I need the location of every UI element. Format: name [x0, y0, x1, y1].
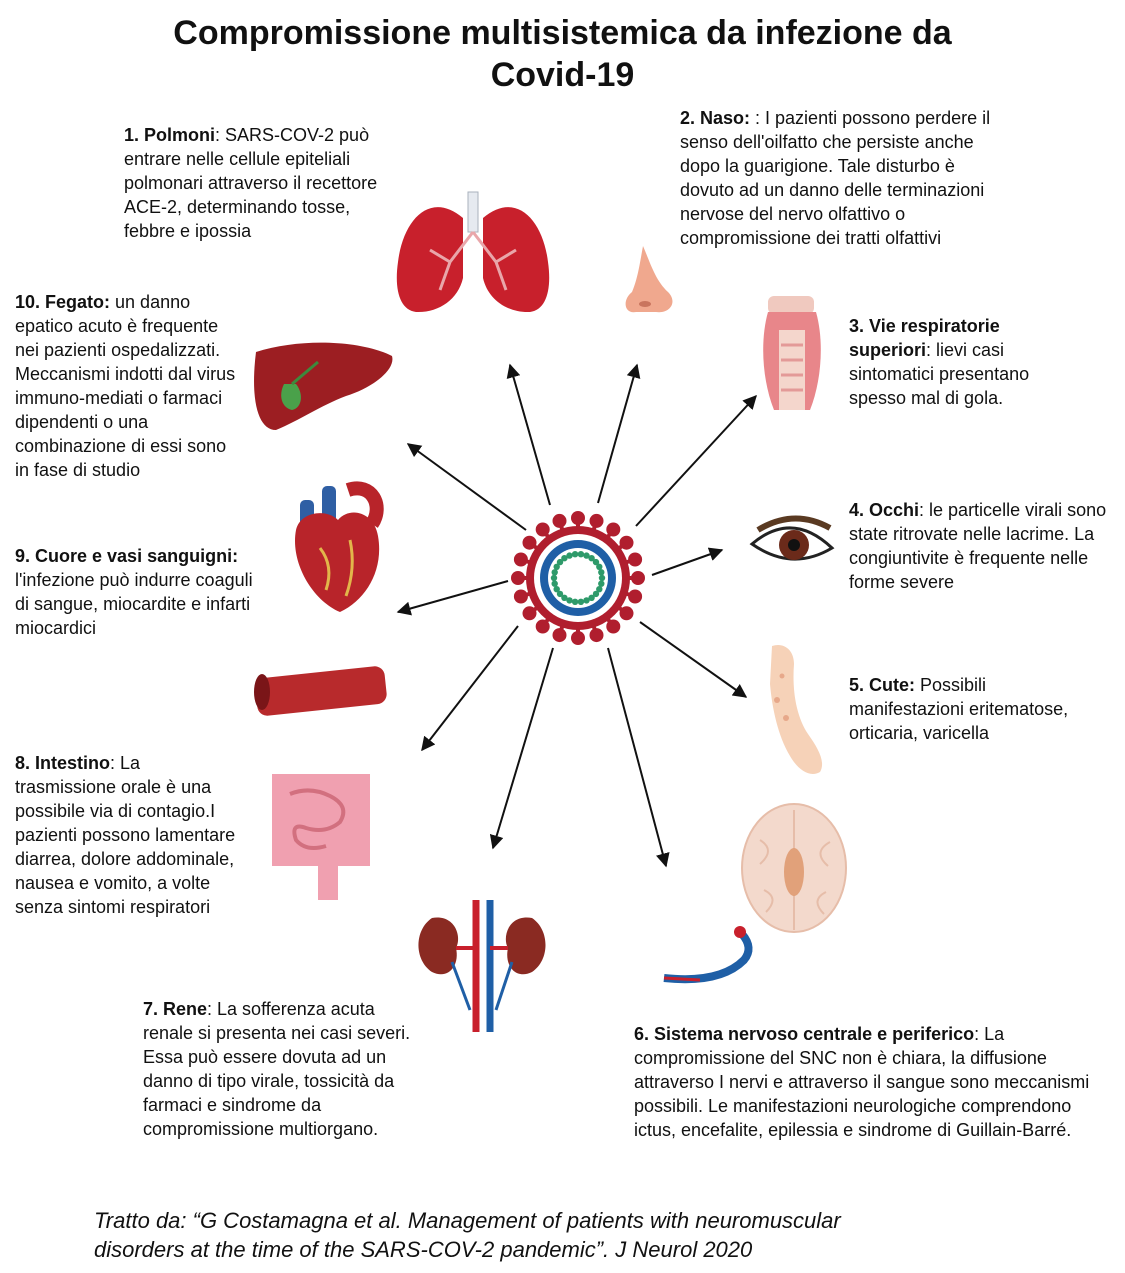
arrow-skin [639, 621, 748, 698]
organ-throat-label: 3. Vie respiratorie superiori [849, 316, 1000, 360]
virus-spike [552, 628, 567, 643]
page-title: Compromissione multisistemica da infezio… [0, 12, 1125, 96]
virus-spike [589, 628, 604, 643]
virus-rna-bead [561, 594, 568, 601]
organ-skin-text: 5. Cute: Possibili manifestazioni eritem… [849, 673, 1101, 745]
intestine-icon [272, 774, 370, 900]
virus-rna-bead [566, 597, 573, 604]
organ-heart-desc: l'infezione può indurre coaguli di sangu… [15, 570, 253, 638]
virus-rna-bead [598, 580, 605, 587]
virus-rna-bead [553, 586, 560, 593]
arrow-intestine [421, 625, 519, 752]
organ-kidney-label: 7. Rene [143, 999, 208, 1019]
virus-rna-bead [553, 563, 560, 570]
organ-throat-text: 3. Vie respiratorie superiori: lievi cas… [849, 314, 1079, 410]
eye-icon [749, 515, 835, 561]
organ-nervous-desc: : La compromissione del SNC non è chiara… [634, 1024, 1090, 1140]
virus-rna-bead [551, 569, 558, 576]
virus-rna-bead [577, 551, 585, 558]
blood-vessel-icon [254, 666, 387, 716]
virus-spike [631, 571, 645, 585]
heart-icon [295, 481, 384, 612]
virus-spike [571, 511, 585, 525]
organ-eyes-desc: : le particelle virali sono state ritrov… [849, 500, 1107, 592]
organ-nose-text: 2. Naso: : I pazienti possono perdere il… [680, 106, 1010, 250]
liver-icon [254, 342, 393, 430]
virus-spike [628, 552, 643, 567]
virus-rna-bead [561, 555, 568, 562]
virus-rna-bead [596, 586, 603, 593]
virus-spike [589, 513, 604, 528]
organ-lungs-text: 1. Polmoni: SARS-COV-2 può entrare nelle… [124, 123, 392, 243]
virus-rna-bead [556, 590, 564, 598]
lungs-icon [396, 191, 550, 313]
virus-spike [511, 571, 525, 585]
arrow-eye [651, 547, 724, 576]
organ-lungs-desc: : SARS-COV-2 può entrare nelle cellule e… [124, 125, 378, 241]
arrow-throat [635, 394, 757, 527]
virus-spike [628, 589, 643, 604]
virus-rna-bead [577, 598, 585, 605]
arm-skin-icon [770, 644, 823, 775]
organ-nervous-text: 6. Sistema nervoso centrale e periferico… [634, 1022, 1104, 1142]
virus-rna-bead [598, 569, 605, 576]
organ-liver-text: 10. Fegato: un danno epatico acuto è fre… [15, 290, 245, 482]
coronavirus-icon [511, 511, 645, 645]
organ-nose-label: 2. Naso: [680, 108, 751, 128]
organ-nervous-label: 6. Sistema nervoso centrale e periferico [634, 1024, 975, 1044]
organ-intestine-label: 8. Intestino [15, 753, 111, 773]
organ-lungs-label: 1. Polmoni [124, 125, 216, 145]
arrow-heart [396, 580, 509, 616]
credit-line-2: disorders at the time of the SARS-COV-2 … [94, 1237, 753, 1262]
organ-skin-label: 5. Cute: [849, 675, 916, 695]
virus-spike [513, 552, 528, 567]
virus-rna-bead [588, 555, 595, 562]
title-line-2: Covid-19 [490, 56, 635, 94]
brain-icon [663, 803, 847, 984]
virus-rna-bead [571, 598, 579, 605]
virus-spike [571, 631, 585, 645]
organ-eyes-text: 4. Occhi: le particelle virali sono stat… [849, 498, 1111, 594]
organ-nose-desc: : I pazienti possono perdere il senso de… [680, 108, 991, 248]
virus-rna-bead [571, 551, 579, 558]
organ-intestine-text: 8. Intestino: La trasmissione orale è un… [15, 751, 245, 919]
virus-rna-bead [583, 552, 590, 559]
organ-heart-text: 9. Cuore e vasi sanguigni: l'infezione p… [15, 544, 260, 640]
virus-rna-bead [588, 594, 595, 601]
arrow-lungs [506, 363, 551, 506]
virus-rna-bead [596, 563, 603, 570]
virus-rna-bead [598, 574, 606, 582]
credit-line-1: Tratto da: “G Costamagna et al. Manageme… [94, 1208, 841, 1233]
virus-rna-bead [566, 552, 573, 559]
organ-heart-label: 9. Cuore e vasi sanguigni: [15, 546, 239, 566]
virus-rna-bead [550, 574, 558, 582]
virus-spike [552, 513, 567, 528]
throat-icon [763, 296, 821, 410]
virus-rna-bead [556, 558, 564, 566]
organ-kidney-text: 7. Rene: La sofferenza acuta renale si p… [143, 997, 415, 1141]
virus-rna-bead [583, 597, 590, 604]
organ-intestine-desc: : La trasmissione orale è una possibile … [15, 753, 236, 917]
arrow-kidneys [489, 647, 554, 850]
arrows [396, 363, 757, 868]
virus-rna-bead [592, 558, 600, 566]
organ-skin-desc: Possibili manifestazioni eritematose, or… [849, 675, 1069, 743]
organ-throat-desc: : lievi casi sintomatici presentano spes… [849, 340, 1030, 408]
organ-liver-label: 10. Fegato: [15, 292, 111, 312]
virus-spike [513, 589, 528, 604]
arrow-nose [597, 363, 641, 504]
virus-rna-bead [551, 580, 558, 587]
organ-kidney-desc: : La sofferenza acuta renale si presenta… [143, 999, 411, 1139]
source-credit: Tratto da: “G Costamagna et al. Manageme… [94, 1206, 841, 1264]
organ-liver-desc: un danno epatico acuto è frequente nei p… [15, 292, 236, 480]
virus-rna-bead [592, 590, 600, 598]
arrow-brain [607, 647, 670, 868]
organ-eyes-label: 4. Occhi [849, 500, 920, 520]
title-line-1: Compromissione multisistemica da infezio… [173, 14, 952, 52]
nose-icon [625, 246, 673, 313]
arrow-liver [406, 443, 527, 531]
kidneys-icon [418, 900, 546, 1032]
